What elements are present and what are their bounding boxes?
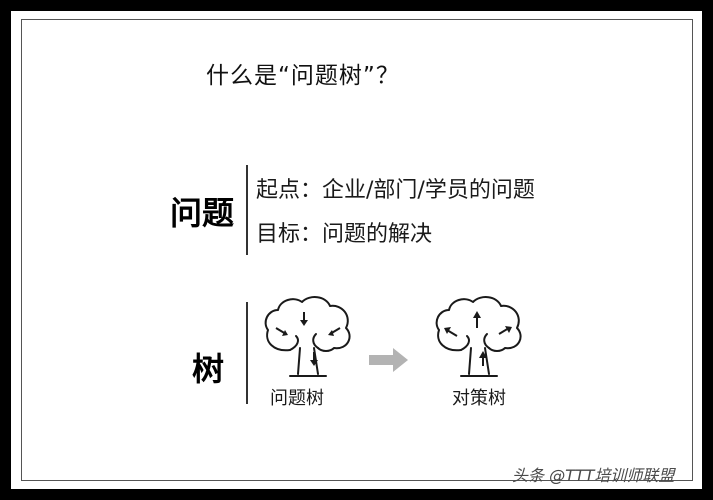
problem-divider: [246, 165, 248, 255]
right-arrow-icon: [369, 348, 408, 372]
slide: [11, 11, 702, 489]
watermark: 头条 @TTT培训师联盟: [512, 466, 675, 485]
solution-tree-caption: 对策树: [452, 388, 506, 409]
problem-tree-icon: [264, 296, 351, 377]
problem-section-label: 问题: [170, 194, 235, 232]
tree-divider: [246, 302, 248, 404]
tree-section-label: 树: [192, 350, 225, 388]
solution-tree-icon: [435, 296, 522, 377]
slide-title: 什么是“问题树”？: [206, 63, 400, 89]
start-line: 起点：企业/部门/学员的问题: [256, 178, 535, 203]
problem-tree-caption: 问题树: [270, 388, 324, 409]
goal-line: 目标：问题的解决: [256, 222, 433, 247]
